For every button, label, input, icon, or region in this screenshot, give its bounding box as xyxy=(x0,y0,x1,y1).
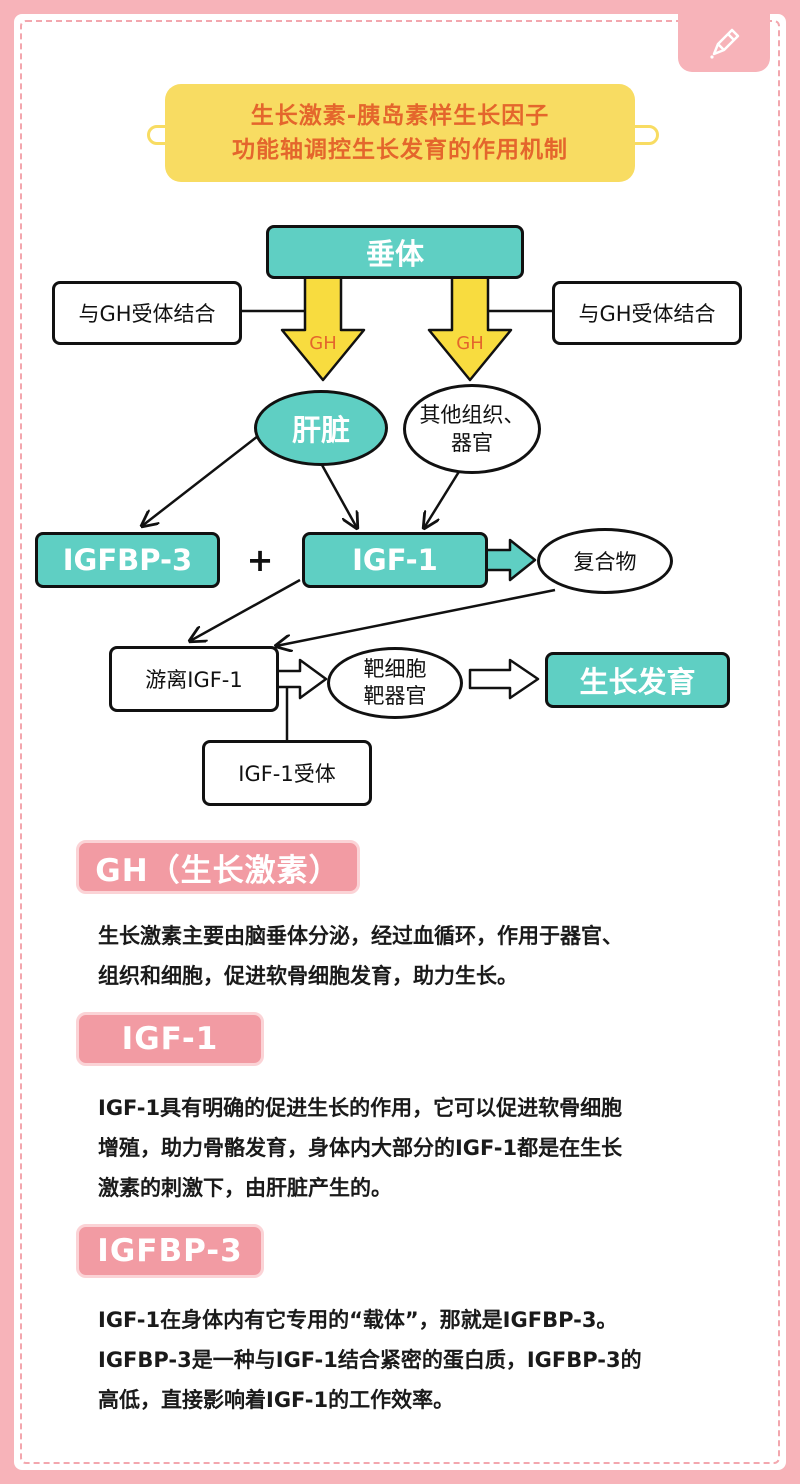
target-line-2: 靶器官 xyxy=(363,684,427,708)
other-tissues-line-2: 器官 xyxy=(451,431,493,455)
connector-liver-igfbp3 xyxy=(142,435,259,526)
section-igf1-line-2: 增殖，助力骨骼发育，身体内大部分的IGF-1都是在生长 xyxy=(98,1136,623,1160)
arrow-igf1-complex xyxy=(484,538,537,582)
connector-tissues-igf1 xyxy=(424,469,462,528)
section-gh-line-2: 组织和细胞，促进软骨细胞发育，助力生长。 xyxy=(98,964,518,988)
gh-arrow-right xyxy=(427,270,513,382)
section-tag-igfbp3: IGFBP-3 xyxy=(76,1224,264,1278)
section-tag-igf1: IGF-1 xyxy=(76,1012,264,1066)
corner-tab xyxy=(678,14,770,72)
section-tag-gh: GH（生长激素） xyxy=(76,840,360,894)
node-pituitary: 垂体 xyxy=(266,225,524,279)
arrow-target-growth xyxy=(468,658,540,700)
section-igfbp3-line-1: IGF-1在身体内有它专用的“载体”，那就是IGFBP-3。 xyxy=(98,1308,618,1332)
section-igfbp3-line-2: IGFBP-3是一种与IGF-1结合紧密的蛋白质，IGFBP-3的 xyxy=(98,1348,642,1372)
section-gh-line-1: 生长激素主要由脑垂体分泌，经过血循环，作用于器官、 xyxy=(98,924,623,948)
plus-sign: + xyxy=(246,541,274,579)
node-growth: 生长发育 xyxy=(545,652,730,708)
title-banner: 生长激素-胰岛素样生长因子 功能轴调控生长发育的作用机制 xyxy=(165,84,635,182)
node-other-tissues: 其他组织、 器官 xyxy=(403,384,541,474)
gh-arrow-left-label: GH xyxy=(309,332,337,354)
connector-complex-free xyxy=(276,588,556,646)
gh-arrow-right-label: GH xyxy=(456,332,484,354)
arrow-free-target xyxy=(274,658,328,700)
gh-arrow-left xyxy=(280,270,366,382)
connector-liver-igf1 xyxy=(320,464,357,528)
node-igfbp3: IGFBP-3 xyxy=(35,532,220,588)
title-line-1: 生长激素-胰岛素样生长因子 xyxy=(250,103,550,129)
section-igf1-line-3: 激素的刺激下，由肝脏产生的。 xyxy=(98,1176,392,1200)
node-liver: 肝脏 xyxy=(254,390,388,466)
target-line-1: 靶细胞 xyxy=(363,657,427,681)
node-target: 靶细胞 靶器官 xyxy=(327,647,463,719)
node-igf1-receptor: IGF-1受体 xyxy=(202,740,372,806)
node-complex: 复合物 xyxy=(537,528,673,594)
node-gh-receptor-left: 与GH受体结合 xyxy=(52,281,242,345)
connector-igf1-free xyxy=(190,578,301,641)
other-tissues-line-1: 其他组织、 xyxy=(419,403,525,427)
title-line-2: 功能轴调控生长发育的作用机制 xyxy=(232,137,568,163)
section-igfbp3-line-3: 高低，直接影响着IGF-1的工作效率。 xyxy=(98,1388,455,1412)
section-text-igf1: IGF-1具有明确的促进生长的作用，它可以促进软骨细胞 增殖，助力骨骼发育，身体… xyxy=(98,1088,738,1208)
pen-icon xyxy=(710,28,740,59)
node-free-igf1: 游离IGF-1 xyxy=(109,646,279,712)
node-igf1: IGF-1 xyxy=(302,532,488,588)
section-text-igfbp3: IGF-1在身体内有它专用的“载体”，那就是IGFBP-3。 IGFBP-3是一… xyxy=(98,1300,738,1420)
section-igf1-line-1: IGF-1具有明确的促进生长的作用，它可以促进软骨细胞 xyxy=(98,1096,623,1120)
node-gh-receptor-right: 与GH受体结合 xyxy=(552,281,742,345)
section-text-gh: 生长激素主要由脑垂体分泌，经过血循环，作用于器官、 组织和细胞，促进软骨细胞发育… xyxy=(98,916,738,996)
diagram-connectors xyxy=(0,270,556,740)
